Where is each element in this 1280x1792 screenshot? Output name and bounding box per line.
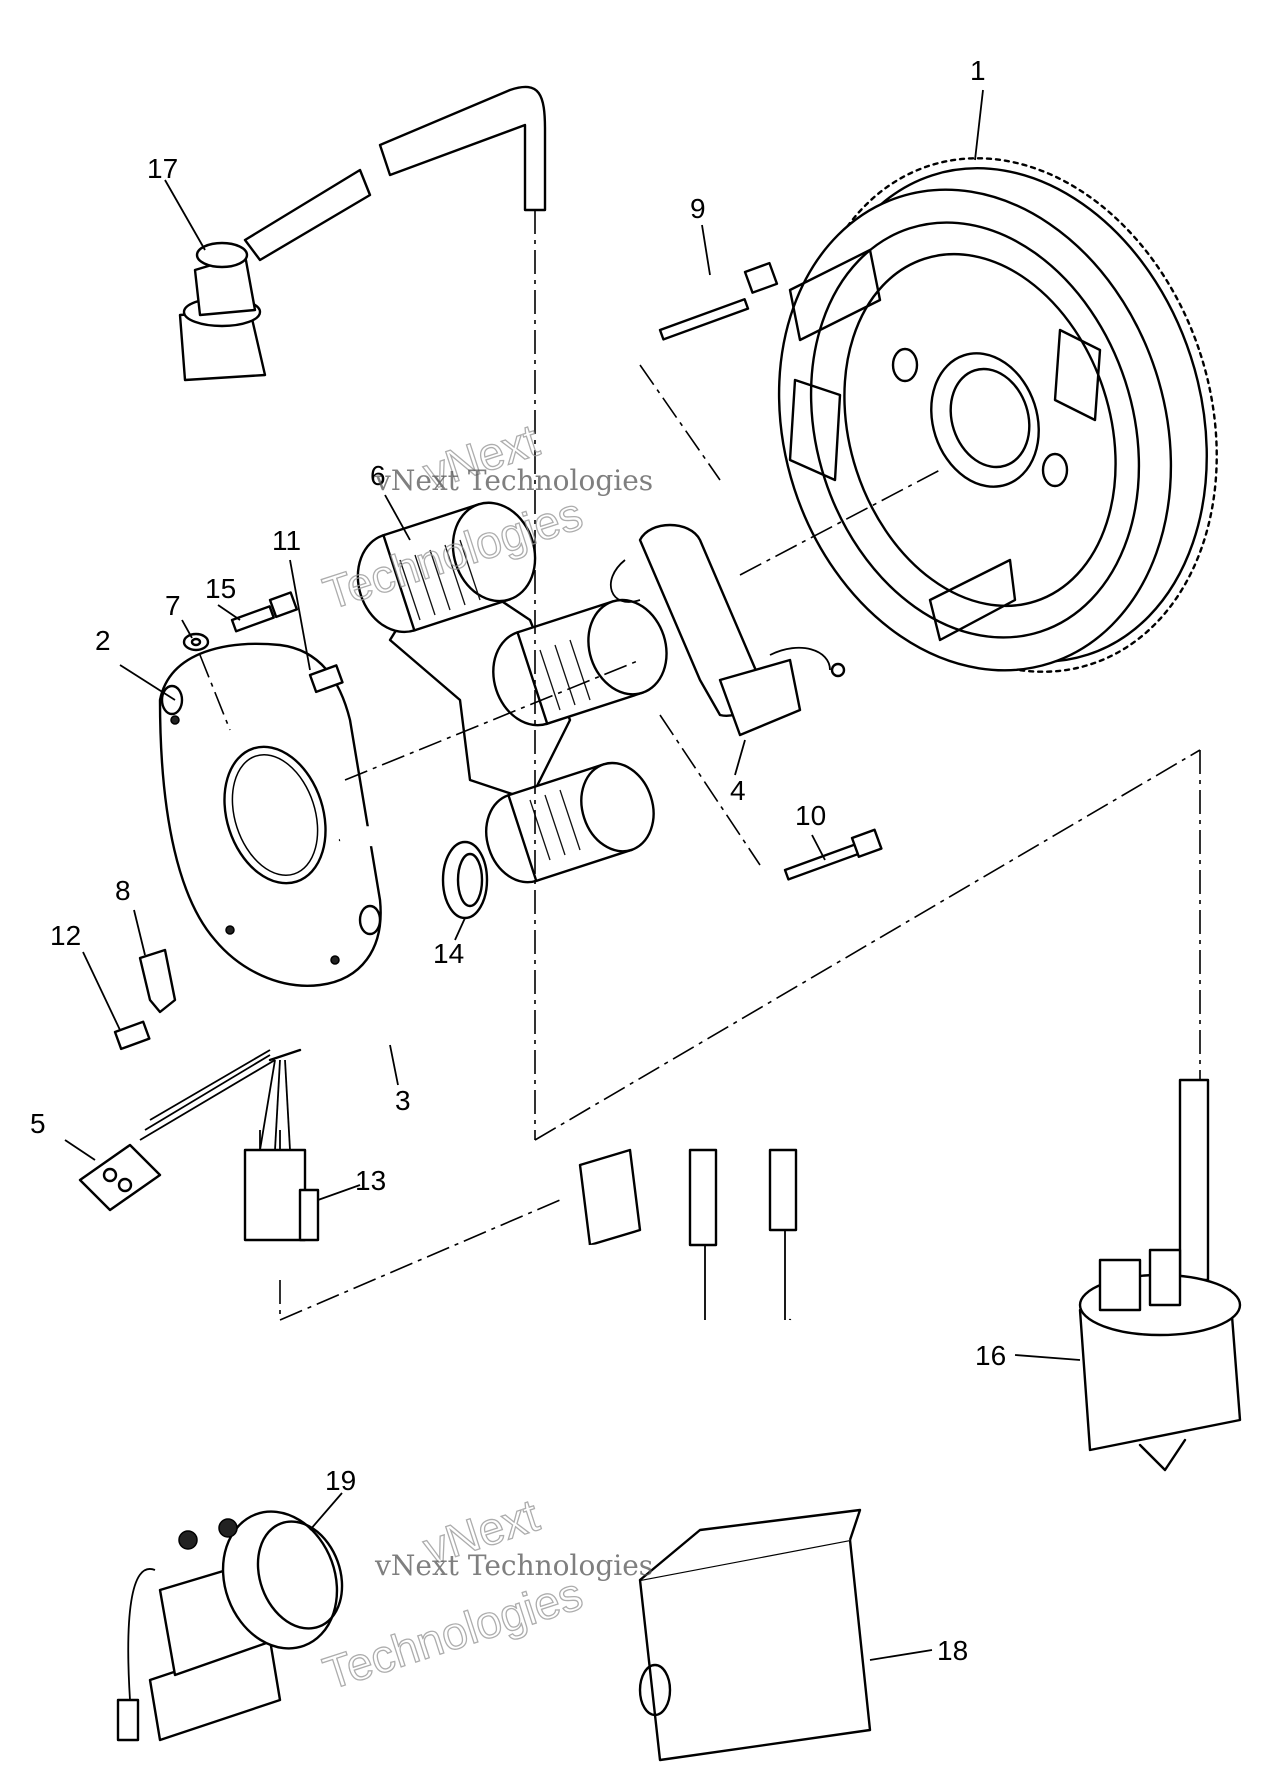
part-hardware	[113, 261, 883, 1051]
watermark-outline-line2: Technologies	[317, 1567, 588, 1699]
part-connector-13	[243, 1130, 320, 1242]
assembly-centerlines	[199, 210, 1201, 1321]
watermark-bottom: vNext Technologies vNext Technologies	[316, 1488, 653, 1700]
callout-6: 6	[370, 460, 386, 491]
callout-16: 16	[975, 1340, 1006, 1371]
callout-5: 5	[30, 1108, 46, 1139]
part-stator-plate	[158, 642, 382, 987]
watermark-serif: vNext Technologies	[374, 1549, 653, 1582]
callout-2: 2	[95, 625, 111, 656]
callout-11: 11	[272, 525, 301, 556]
part-wire-harness	[139, 826, 531, 1151]
callout-labels: 1 2 3 4 5 6 7 8 9 10 11 12 13 14 15 16 1…	[30, 55, 1006, 1666]
part-stator-coils	[356, 501, 668, 884]
callout-14: 14	[433, 938, 464, 969]
callout-17: 17	[147, 153, 178, 184]
part-connector-5	[78, 1143, 162, 1212]
callout-3: 3	[395, 1085, 411, 1116]
part-cdi-unit	[578, 1148, 872, 1762]
watermark-serif: vNext Technologies	[374, 464, 653, 497]
part-starter-solenoid	[116, 1510, 344, 1742]
callout-15: 15	[205, 573, 236, 604]
callout-19: 19	[325, 1465, 356, 1496]
callout-4: 4	[730, 775, 746, 806]
part-spark-plug-cap	[178, 85, 547, 382]
part-flywheel	[777, 157, 1218, 673]
callout-12: 12	[50, 920, 81, 951]
callout-8: 8	[115, 875, 131, 906]
callout-leaders	[64, 89, 1081, 1661]
part-pulser-coil	[609, 523, 846, 737]
callout-13: 13	[355, 1165, 386, 1196]
callout-1: 1	[970, 55, 986, 86]
callout-7: 7	[165, 590, 181, 621]
callout-18: 18	[937, 1635, 968, 1666]
callout-9: 9	[690, 193, 706, 224]
callout-10: 10	[795, 800, 826, 831]
part-ignition-coil	[1078, 1078, 1242, 1472]
